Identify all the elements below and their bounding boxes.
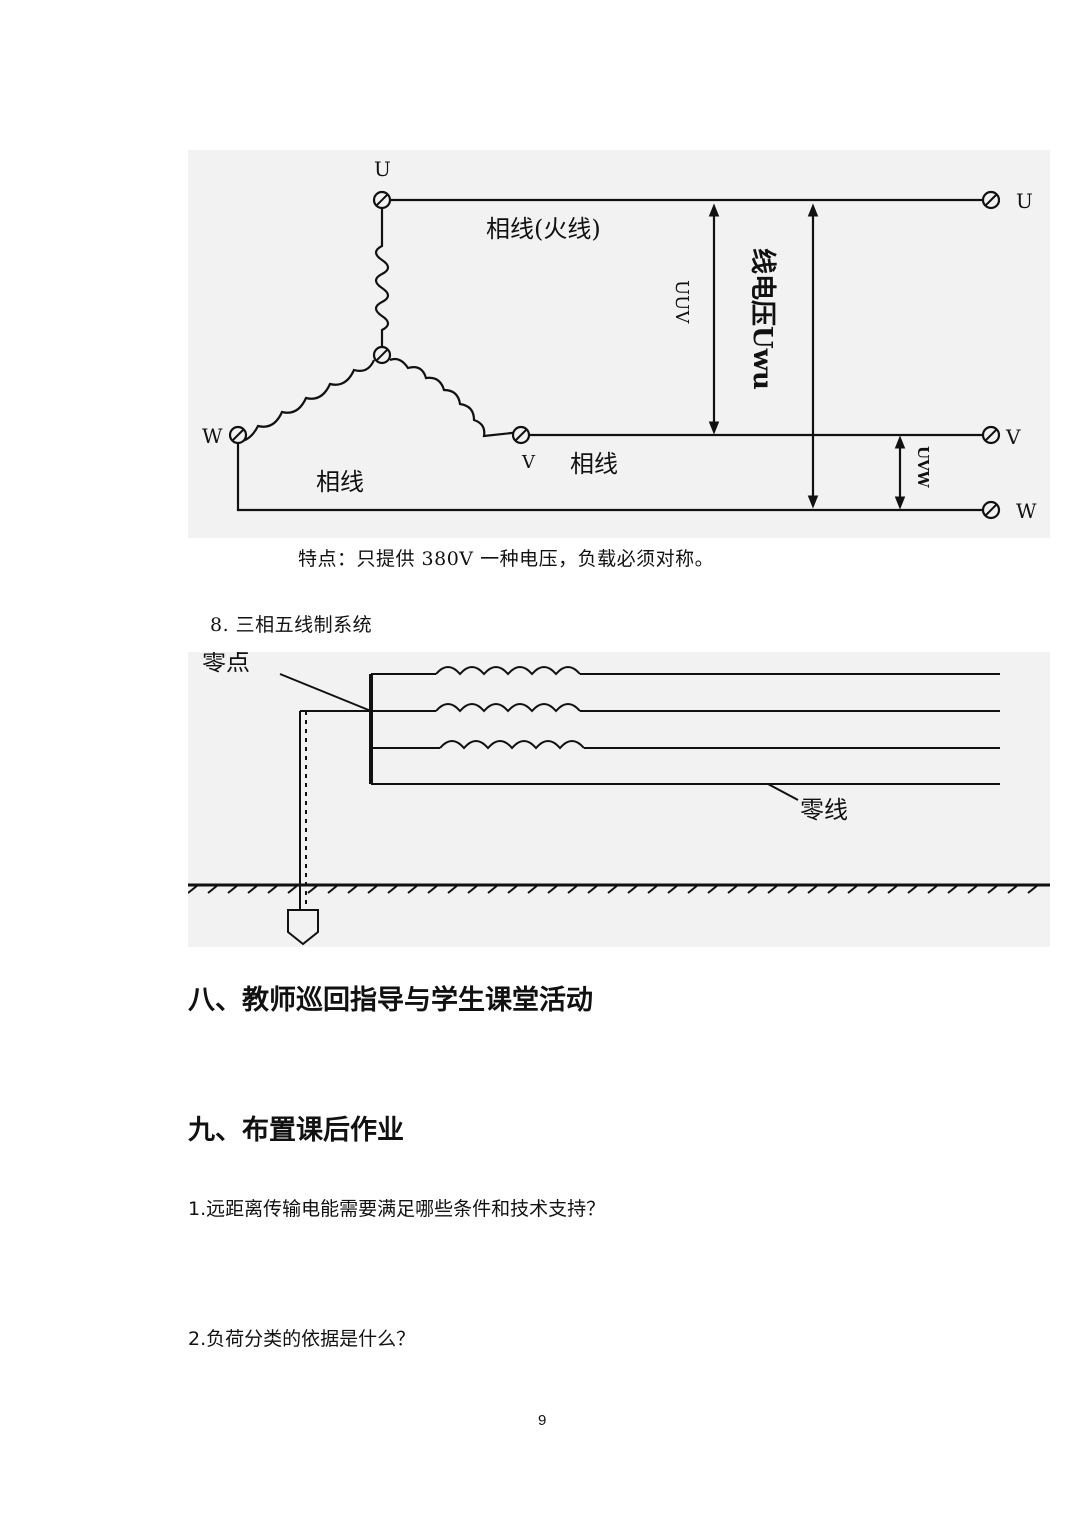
homework-question-2: 2.负荷分类的依据是什么？ (188, 1328, 416, 1350)
homework-question-1: 1.远距离传输电能需要满足哪些条件和技术支持？ (188, 1198, 606, 1220)
page-number: 9 (538, 1412, 547, 1429)
three-phase-five-wire-diagram: 零点 零线 (188, 652, 1050, 947)
three-phase-three-wire-diagram: U U V W W V 相线(火线) 相线 相线 UUV 线电压Uwu UVW (188, 150, 1050, 538)
terminal-label-u-top: U (374, 157, 391, 181)
heading-section-9: 九、布置课后作业 (188, 1115, 404, 1146)
terminal-label-w-right: W (1016, 499, 1037, 523)
phase-line-label-left: 相线 (316, 468, 364, 496)
terminal-label-v-bottom: V (521, 452, 536, 473)
phase-line-label-right: 相线 (570, 450, 618, 478)
terminal-label-w-left: W (202, 424, 223, 448)
neutral-line-label: 零线 (800, 796, 848, 824)
hot-line-label: 相线(火线) (486, 215, 601, 243)
terminal-label-u-right: U (1016, 189, 1033, 213)
ground-hatching (188, 884, 1039, 894)
section-8-title: 8. 三相五线制系统 (210, 614, 373, 636)
neutral-point-label: 零点 (202, 652, 250, 676)
ground-electrode-icon (287, 909, 319, 946)
line-voltage-label: 线电压Uwu (747, 248, 777, 390)
heading-section-8: 八、教师巡回指导与学生课堂活动 (188, 985, 593, 1016)
uvw-voltage-label: UVW (914, 446, 932, 489)
terminal-label-v-right: V (1005, 425, 1021, 449)
phase-voltage-label: UUV (671, 280, 692, 324)
figure-caption: 特点：只提供 380V 一种电压，负载必须对称。 (298, 548, 715, 570)
